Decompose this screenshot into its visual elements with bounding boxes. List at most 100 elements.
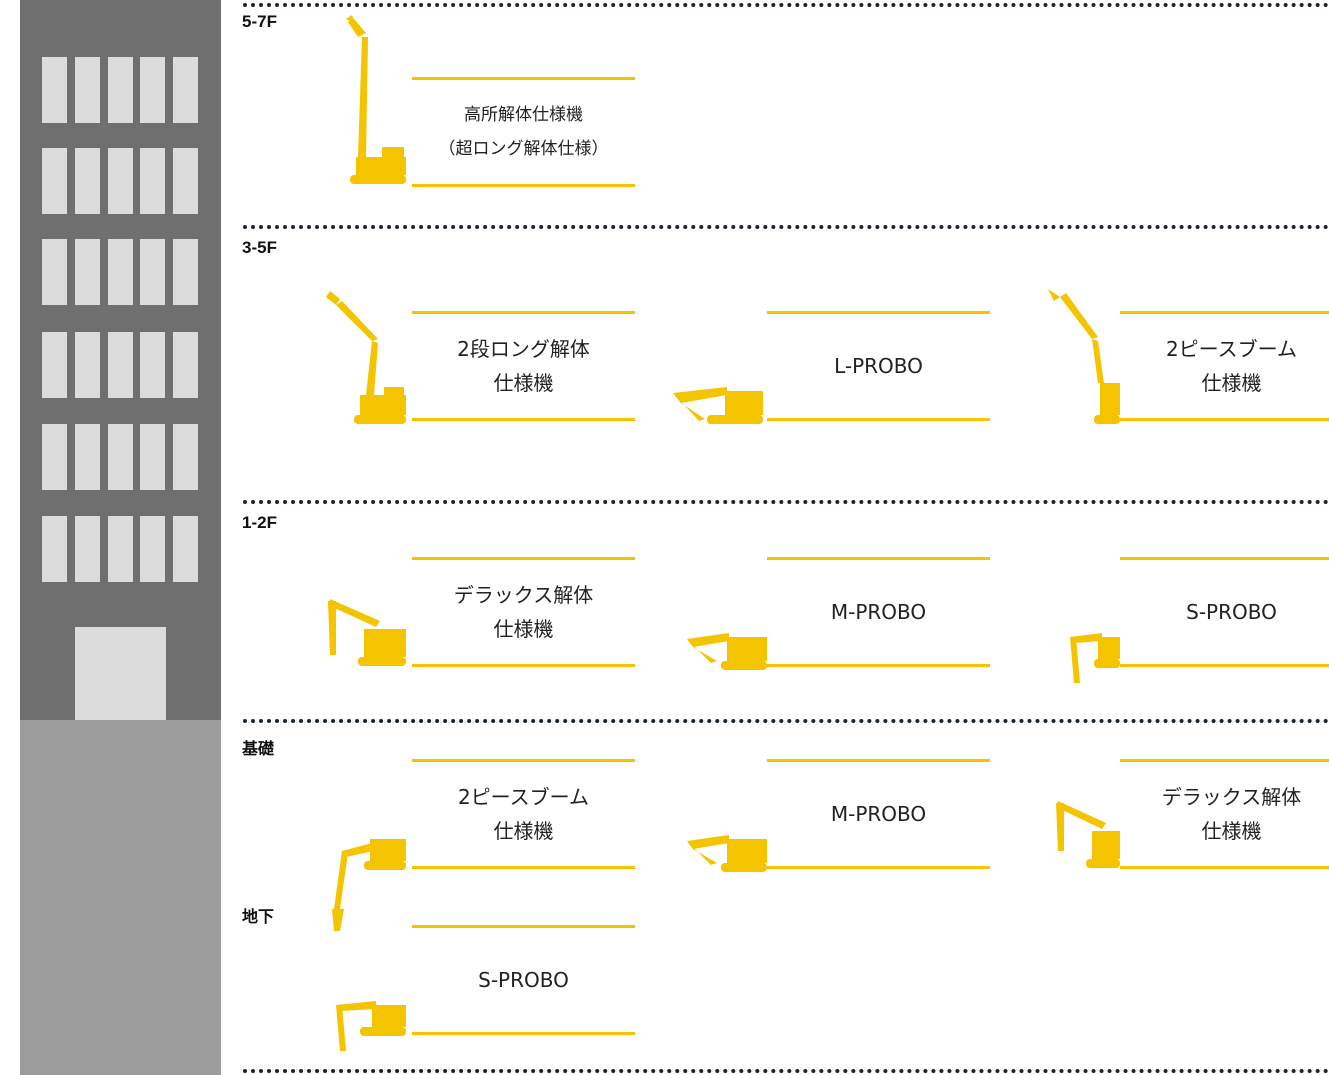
machine-label: 2ピースブーム 仕様機 <box>1120 314 1329 418</box>
floor-label-basement: 地下 <box>242 909 275 926</box>
machine-card[interactable]: デラックス解体 仕様機 <box>240 557 635 667</box>
card-top-line <box>1120 311 1329 314</box>
building-window <box>140 424 165 490</box>
machine-label: 2段ロング解体 仕様機 <box>412 314 635 418</box>
floor-divider <box>243 719 1329 723</box>
machine-card[interactable]: 2ピースブーム 仕様機 <box>948 289 1329 424</box>
card-bottom-line <box>412 1032 635 1035</box>
machine-card[interactable]: M-PROBO <box>595 759 990 872</box>
building-window <box>75 57 100 123</box>
building-window <box>173 516 198 582</box>
machine-name-line1: 2段ロング解体 <box>457 337 590 361</box>
machine-label: デラックス解体 仕様機 <box>1120 762 1329 866</box>
floor-label-1-2f: 1-2F <box>242 513 277 532</box>
floor-label-3-5f: 3-5F <box>242 238 277 257</box>
card-bottom-line <box>412 664 635 667</box>
building-window <box>140 239 165 305</box>
building-window <box>108 148 133 214</box>
building-window <box>42 239 67 305</box>
machine-name-line2: 仕様機 <box>493 617 554 641</box>
machine-card[interactable]: デラックス解体 仕様機 <box>948 759 1329 869</box>
machine-name-line1: S-PROBO <box>1186 600 1277 624</box>
building-window <box>173 57 198 123</box>
machine-label: 高所解体仕様機 （超ロング解体仕様） <box>412 80 635 184</box>
building-window <box>140 148 165 214</box>
machine-label: M-PROBO <box>767 762 990 866</box>
long-boom-excavator-icon <box>326 291 406 424</box>
two-piece-boom-down-icon <box>332 839 406 931</box>
machine-name-line1: 高所解体仕様機 <box>464 105 583 125</box>
machine-card[interactable]: L-PROBO <box>595 311 990 424</box>
small-probo-icon <box>1070 633 1120 683</box>
small-probo-icon <box>336 1001 406 1051</box>
card-bottom-line <box>767 866 990 869</box>
machine-card[interactable]: S-PROBO <box>948 557 1329 683</box>
card-bottom-line <box>412 418 635 421</box>
machine-name-line2: （超ロング解体仕様） <box>438 139 609 159</box>
building-window <box>108 57 133 123</box>
machine-name-line1: S-PROBO <box>478 968 569 992</box>
machine-name-line1: M-PROBO <box>830 802 927 826</box>
machine-name-line1: 2ピースブーム <box>1165 337 1298 361</box>
card-top-line <box>412 77 635 80</box>
card-top-line <box>412 311 635 314</box>
building-entrance <box>75 627 166 720</box>
building-window <box>173 424 198 490</box>
building-window <box>108 516 133 582</box>
machine-card[interactable]: 高所解体仕様機 （超ロング解体仕様） <box>240 15 635 187</box>
building-window <box>42 57 67 123</box>
card-bottom-line <box>412 866 635 869</box>
building-window <box>173 332 198 398</box>
deluxe-demolition-icon <box>328 599 406 666</box>
machine-name-line2: 仕様機 <box>493 371 554 395</box>
building-window <box>75 516 100 582</box>
machine-name-line2: 仕様機 <box>1201 819 1262 843</box>
floor-label-5-7f: 5-7F <box>242 12 277 31</box>
tall-boom-excavator-icon <box>346 15 406 184</box>
building-window <box>75 424 100 490</box>
machine-name-line1: 2ピースブーム <box>457 785 590 809</box>
machine-label: デラックス解体 仕様機 <box>412 560 635 664</box>
building-underground <box>20 720 221 1075</box>
building-window <box>75 148 100 214</box>
card-top-line <box>412 557 635 560</box>
deluxe-demolition-icon <box>1056 801 1120 868</box>
large-probo-icon <box>673 387 763 424</box>
machine-name-line1: L-PROBO <box>834 354 923 378</box>
machine-label: L-PROBO <box>767 314 990 418</box>
card-top-line <box>412 759 635 762</box>
card-bottom-line <box>1120 866 1329 869</box>
machine-card[interactable]: S-PROBO <box>240 925 635 1051</box>
machine-label: S-PROBO <box>1120 560 1329 664</box>
card-top-line <box>767 759 990 762</box>
card-top-line <box>767 311 990 314</box>
building-window <box>140 332 165 398</box>
machine-name-line1: デラックス解体 <box>1161 785 1302 809</box>
card-bottom-line <box>1120 664 1329 667</box>
machine-label: S-PROBO <box>412 928 635 1032</box>
medium-probo-icon <box>687 835 767 872</box>
building-window <box>42 332 67 398</box>
building-window <box>75 332 100 398</box>
card-bottom-line <box>1120 418 1329 421</box>
two-piece-boom-icon <box>1048 289 1120 424</box>
card-bottom-line <box>767 418 990 421</box>
machine-name-line2: 仕様機 <box>493 819 554 843</box>
machine-name-line1: デラックス解体 <box>453 583 594 607</box>
card-top-line <box>1120 759 1329 762</box>
card-bottom-line <box>412 184 635 187</box>
floor-divider <box>243 225 1329 229</box>
building-window <box>140 516 165 582</box>
floor-divider <box>243 3 1329 7</box>
machine-card[interactable]: 2ピースブーム 仕様機 <box>240 759 635 931</box>
machine-name-line1: M-PROBO <box>830 600 927 624</box>
machine-card[interactable]: M-PROBO <box>595 557 990 670</box>
card-top-line <box>1120 557 1329 560</box>
card-top-line <box>412 925 635 928</box>
machine-label: 2ピースブーム 仕様機 <box>412 762 635 866</box>
card-bottom-line <box>767 664 990 667</box>
card-top-line <box>767 557 990 560</box>
machine-card[interactable]: 2段ロング解体 仕様機 <box>240 291 635 424</box>
building-window <box>108 332 133 398</box>
machine-name-line2: 仕様機 <box>1201 371 1262 395</box>
